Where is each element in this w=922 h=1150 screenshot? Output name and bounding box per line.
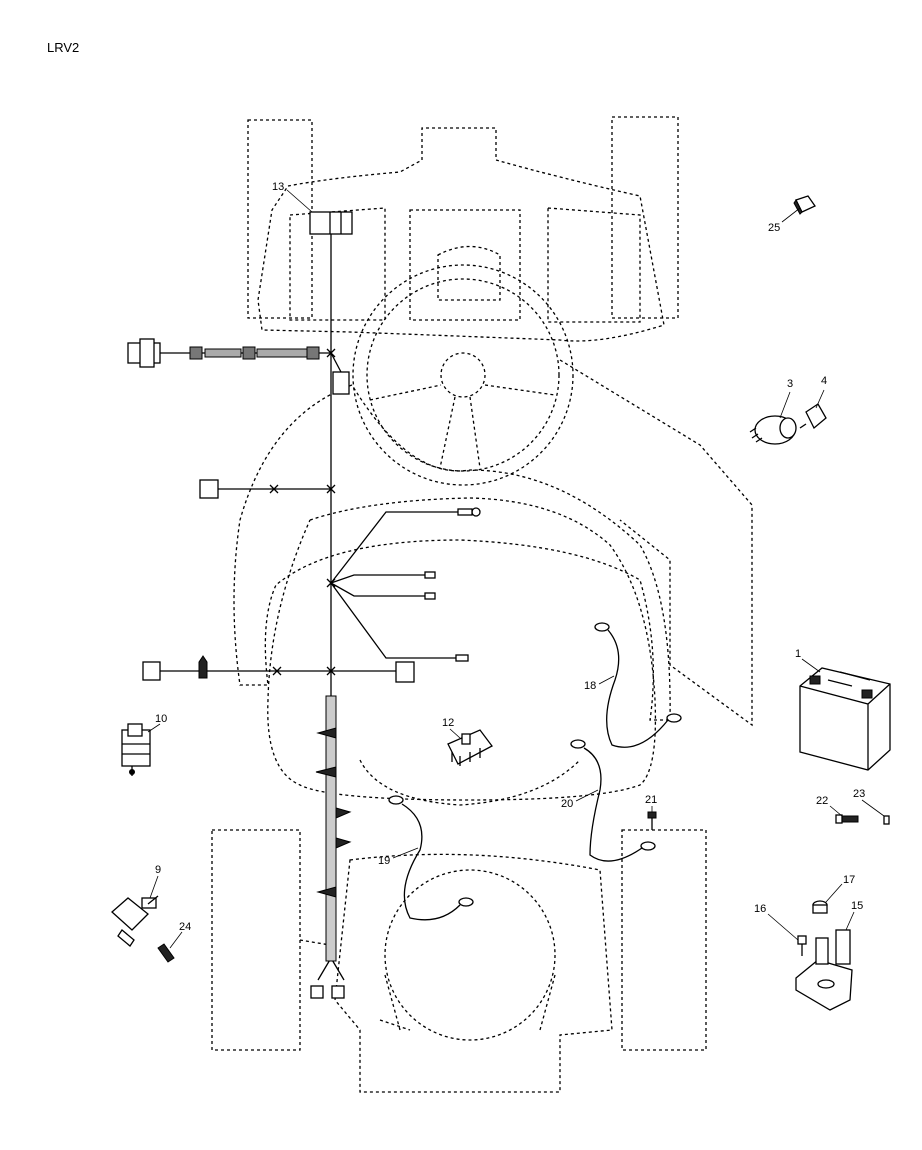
body-right-outline (559, 359, 753, 727)
seat-switch-connector (199, 479, 219, 499)
harness-branch-ground (330, 511, 460, 584)
callout-23: 23 (853, 788, 865, 800)
spade-terminal-b (424, 592, 436, 600)
splice-markers (269, 348, 336, 676)
hood-outline (257, 127, 665, 342)
steering-wheel-outer (352, 264, 574, 486)
part-10-pto-switch (121, 723, 151, 776)
rear-deck-circle (384, 869, 556, 1041)
callout-4: 4 (821, 375, 827, 387)
callout-17: 17 (843, 874, 855, 886)
top-harness-connector (127, 338, 320, 368)
part-24-screw (157, 943, 175, 963)
harness-branch-a (330, 574, 425, 584)
ring-terminal-c (455, 654, 469, 662)
steering-spokes (369, 384, 556, 469)
callout-10: 10 (155, 713, 167, 725)
callout-25: 25 (768, 222, 780, 234)
lower-left-connector (142, 661, 161, 681)
part-19-cable (388, 795, 474, 921)
seat-inner-outline (359, 759, 581, 806)
callout-22: 22 (816, 795, 828, 807)
callout-21: 21 (645, 794, 657, 806)
callout-18: 18 (584, 680, 596, 692)
harness-covered-section (315, 695, 352, 962)
front-wheel-right-outline (611, 116, 679, 319)
rear-wheel-left-outline (211, 829, 301, 1051)
part-12-relay (447, 729, 493, 766)
model-code: LRV2 (47, 40, 80, 55)
harness-end-connector-a (310, 985, 324, 999)
callout-3: 3 (787, 378, 793, 390)
part-4-key (799, 403, 827, 430)
callout-19: 19 (378, 855, 390, 867)
fender-outline (233, 384, 671, 721)
rear-wheel-right-outline (621, 829, 707, 1051)
steering-wheel-hub (440, 352, 486, 398)
regulator-connector (395, 661, 415, 683)
callout-15: 15 (851, 900, 863, 912)
harness-branch-c (330, 582, 456, 659)
callout-13: 13 (272, 181, 284, 193)
callout-leaders (147, 189, 885, 949)
part-17-nut (812, 900, 828, 914)
callout-20: 20 (561, 798, 573, 810)
main-harness (127, 232, 481, 999)
part-18-cable (594, 622, 682, 748)
spade-terminal-a (424, 571, 436, 579)
callout-24: 24 (179, 921, 191, 933)
part-25-fuse (793, 195, 816, 215)
harness-end-split (317, 957, 345, 981)
hood-inner-right (547, 207, 641, 323)
part-13-harness-box (309, 211, 353, 235)
part-3-ignition-switch (749, 415, 797, 445)
relay-connector (332, 371, 350, 395)
callout-1: 1 (795, 648, 801, 660)
part-23-nut (883, 815, 890, 825)
part-1-battery (799, 667, 891, 771)
part-20-cable (570, 739, 656, 862)
steering-wheel-inner (366, 278, 560, 472)
tractor-outline (211, 116, 753, 1093)
part-15-solenoid (795, 929, 853, 1011)
harness-end-connector-b (331, 985, 345, 999)
hood-inner-left (289, 207, 386, 321)
fuse-holder (198, 655, 208, 679)
part-21-bolt (647, 811, 657, 830)
harness-branch-relay (330, 352, 342, 373)
ground-terminal-crimp (457, 508, 473, 516)
part-9-brake-switch (111, 895, 159, 947)
hood-inner-center (409, 209, 521, 321)
callout-labels: 13 25 3 4 1 10 12 18 20 19 21 22 23 9 24… (155, 181, 865, 933)
part-22-screw (835, 814, 859, 824)
part-16-bolt (797, 935, 807, 956)
seat-outline (267, 497, 657, 801)
callout-16: 16 (754, 903, 766, 915)
rear-deck-outline (334, 853, 613, 1093)
harness-branch-b (330, 582, 425, 597)
ground-ring-terminal (471, 507, 481, 517)
rear-deck-lines (299, 939, 556, 1031)
callout-12: 12 (442, 717, 454, 729)
callout-9: 9 (155, 864, 161, 876)
steering-column-outline (437, 245, 501, 301)
front-wheel-left-outline (247, 119, 313, 319)
